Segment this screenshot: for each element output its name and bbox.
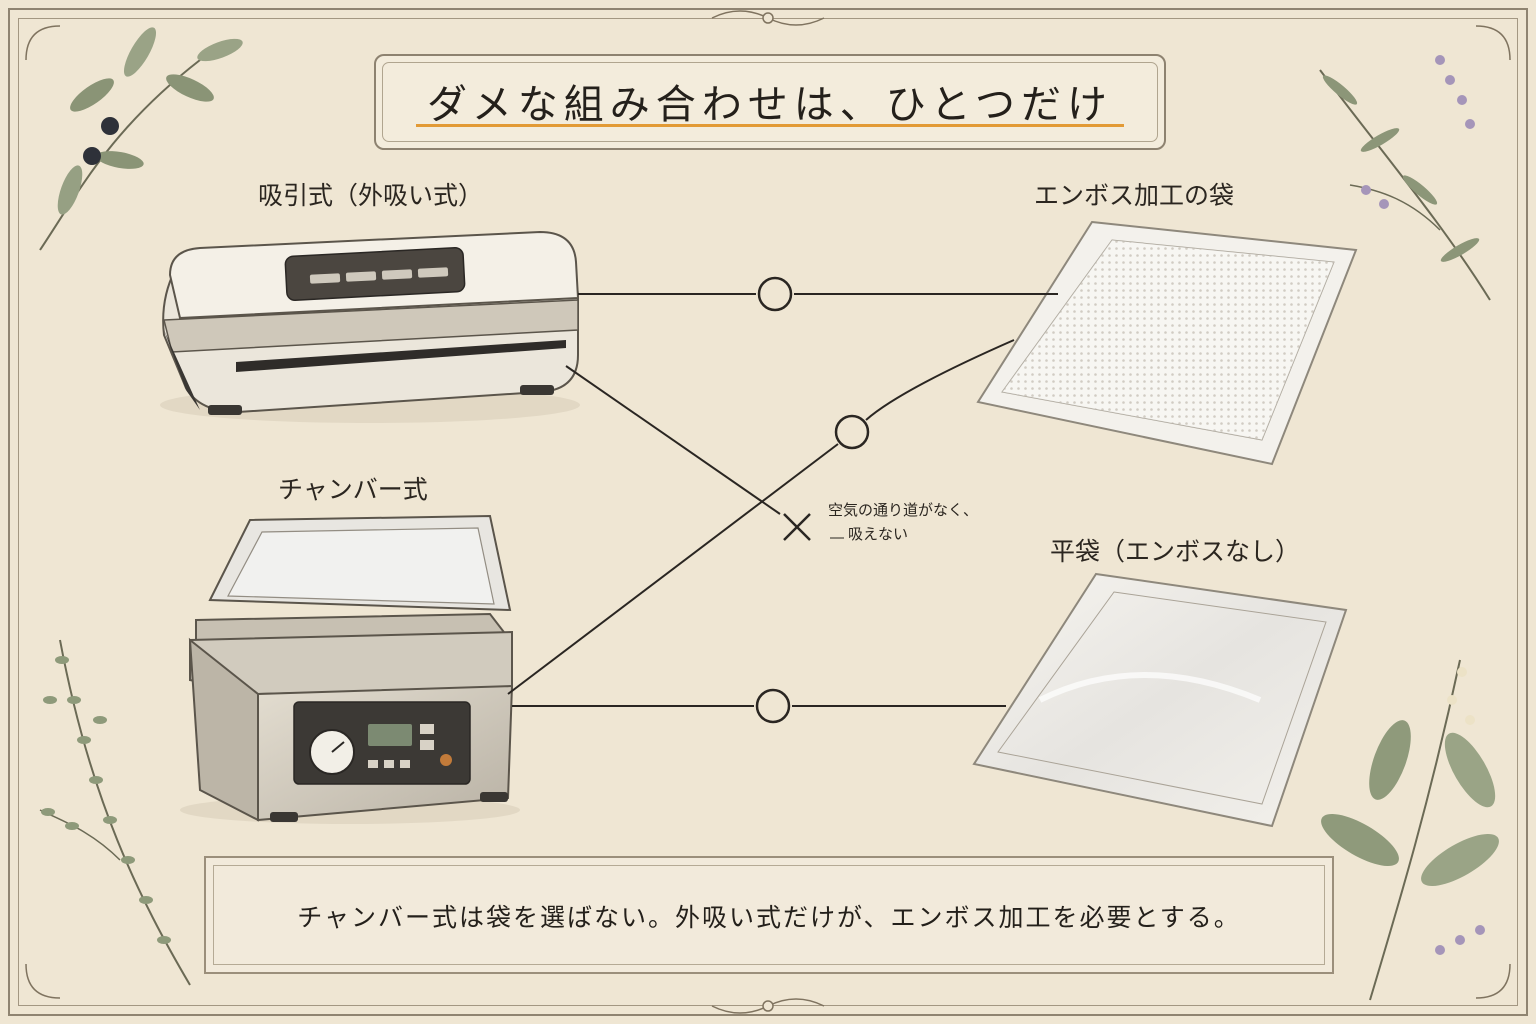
suction-sealer-label: 吸引式（外吸い式）	[258, 181, 484, 210]
top-ornament	[711, 10, 825, 26]
sage-sprig-icon	[1321, 659, 1499, 1001]
chamber-sealer-label: チャンバー式	[278, 475, 428, 504]
bottom-ornament	[711, 998, 825, 1014]
ok-mark-chamber-embossed	[834, 414, 870, 450]
ok-mark-suction-embossed	[757, 276, 793, 312]
page-title: ダメな組み合わせは、ひとつだけ	[427, 82, 1113, 128]
ok-mark-chamber-flat	[755, 688, 791, 724]
line-chamber-embossed-lower	[507, 443, 839, 695]
ng-mark-suction-flat	[783, 513, 811, 541]
flat-bag-illustration	[972, 572, 1348, 828]
title-panel: ダメな組み合わせは、ひとつだけ	[374, 54, 1166, 150]
line-suction-flat	[565, 365, 781, 515]
embossed-bag-label: エンボス加工の袋	[1034, 181, 1235, 210]
summary-text: チャンバー式は袋を選ばない。外吸い式だけが、エンボス加工を必要とする。	[297, 903, 1241, 932]
flat-bag-label: 平袋（エンボスなし）	[1050, 537, 1301, 566]
no-air-path-note-line2: 吸えない	[848, 525, 909, 543]
summary-panel: チャンバー式は袋を選ばない。外吸い式だけが、エンボス加工を必要とする。	[204, 856, 1334, 974]
no-air-path-note-line1: 空気の通り道がなく、	[828, 501, 979, 519]
connection-lines	[507, 293, 1058, 707]
suction-sealer-illustration	[160, 230, 580, 423]
thyme-sprig-icon	[39, 639, 191, 986]
chamber-sealer-illustration	[180, 514, 520, 824]
title-underline	[416, 124, 1124, 127]
embossed-bag-illustration	[976, 220, 1358, 466]
line-chamber-embossed-upper	[865, 339, 1015, 421]
corner-ornaments	[25, 25, 1511, 999]
lavender-sprig-icon	[1319, 55, 1491, 301]
outer-frame	[8, 8, 1528, 1016]
olive-branch-icon	[39, 27, 243, 251]
